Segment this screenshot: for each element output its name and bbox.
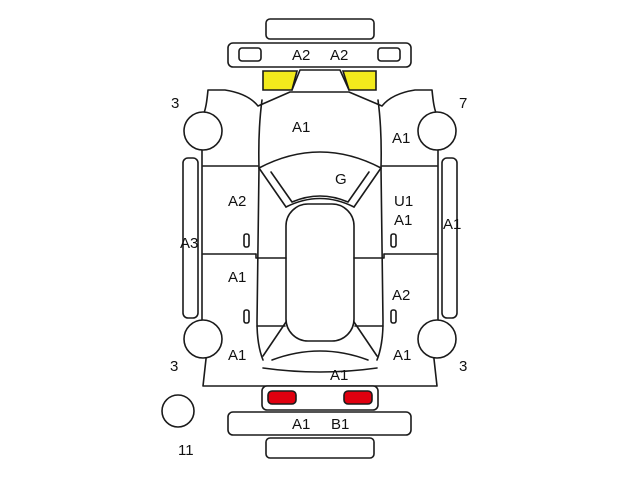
label-front-door-left: A2 — [228, 193, 247, 210]
label-rocker-left: A3 — [180, 235, 199, 252]
roof-panel — [285, 203, 355, 342]
rear-left-door-handle — [243, 309, 250, 324]
front-bumper-right-vent — [377, 47, 401, 62]
front-right-door-handle — [390, 233, 397, 248]
front-bumper — [227, 42, 412, 68]
headlight-left — [262, 70, 299, 91]
front-bumper-left-vent — [238, 47, 262, 62]
rocker-panel-right — [441, 157, 458, 319]
label-wheel-front-left: 3 — [171, 95, 180, 112]
windshield-inner — [270, 171, 370, 203]
rear-right-door-handle — [390, 309, 397, 324]
wheel-rear-left — [183, 319, 223, 359]
label-front-door-right-2: A1 — [394, 212, 413, 229]
label-wheel-rear-right: 3 — [459, 358, 468, 375]
trunk-line — [262, 367, 378, 373]
label-rear-door-left: A1 — [228, 269, 247, 286]
label-front-bumper-left: A2 — [292, 47, 311, 64]
cowl-line — [258, 151, 382, 169]
windshield-bottom — [285, 197, 355, 208]
rear-window-line — [271, 350, 369, 361]
label-rear-quarter-left: A1 — [228, 347, 247, 364]
label-trunk: A1 — [330, 367, 349, 384]
label-spare-tire: 11 — [178, 442, 194, 459]
front-left-door-handle — [243, 233, 250, 248]
label-front-door-right-1: U1 — [394, 193, 414, 210]
grille-opening — [291, 69, 350, 91]
a-pillars — [258, 167, 382, 208]
label-wheel-rear-left: 3 — [170, 358, 179, 375]
label-hood: A1 — [292, 119, 311, 136]
label-rocker-right: A1 — [443, 216, 462, 233]
taillight-right — [343, 390, 373, 405]
hood-edges — [258, 99, 382, 169]
front-top-strip — [265, 18, 375, 40]
label-front-bumper-right: A2 — [330, 47, 349, 64]
label-front-fender-right: A1 — [392, 130, 411, 147]
wheel-front-left — [183, 111, 223, 151]
wheel-front-right — [417, 111, 457, 151]
rocker-panel-left — [182, 157, 199, 319]
spare-tire — [161, 394, 195, 428]
taillight-left — [267, 390, 297, 405]
label-rear-bumper-right: B1 — [331, 416, 350, 433]
label-rear-door-right: A2 — [392, 287, 411, 304]
label-windshield: G — [335, 171, 347, 188]
b-pillar-lines — [255, 253, 385, 259]
beltlines — [256, 167, 384, 361]
rear-bumper — [227, 411, 412, 436]
rear-bottom-strip — [265, 437, 375, 459]
label-rear-bumper-left: A1 — [292, 416, 311, 433]
label-wheel-front-right: 7 — [459, 95, 468, 112]
c-pillars — [262, 321, 378, 357]
label-rear-quarter-right: A1 — [393, 347, 412, 364]
wheel-rear-right — [417, 319, 457, 359]
